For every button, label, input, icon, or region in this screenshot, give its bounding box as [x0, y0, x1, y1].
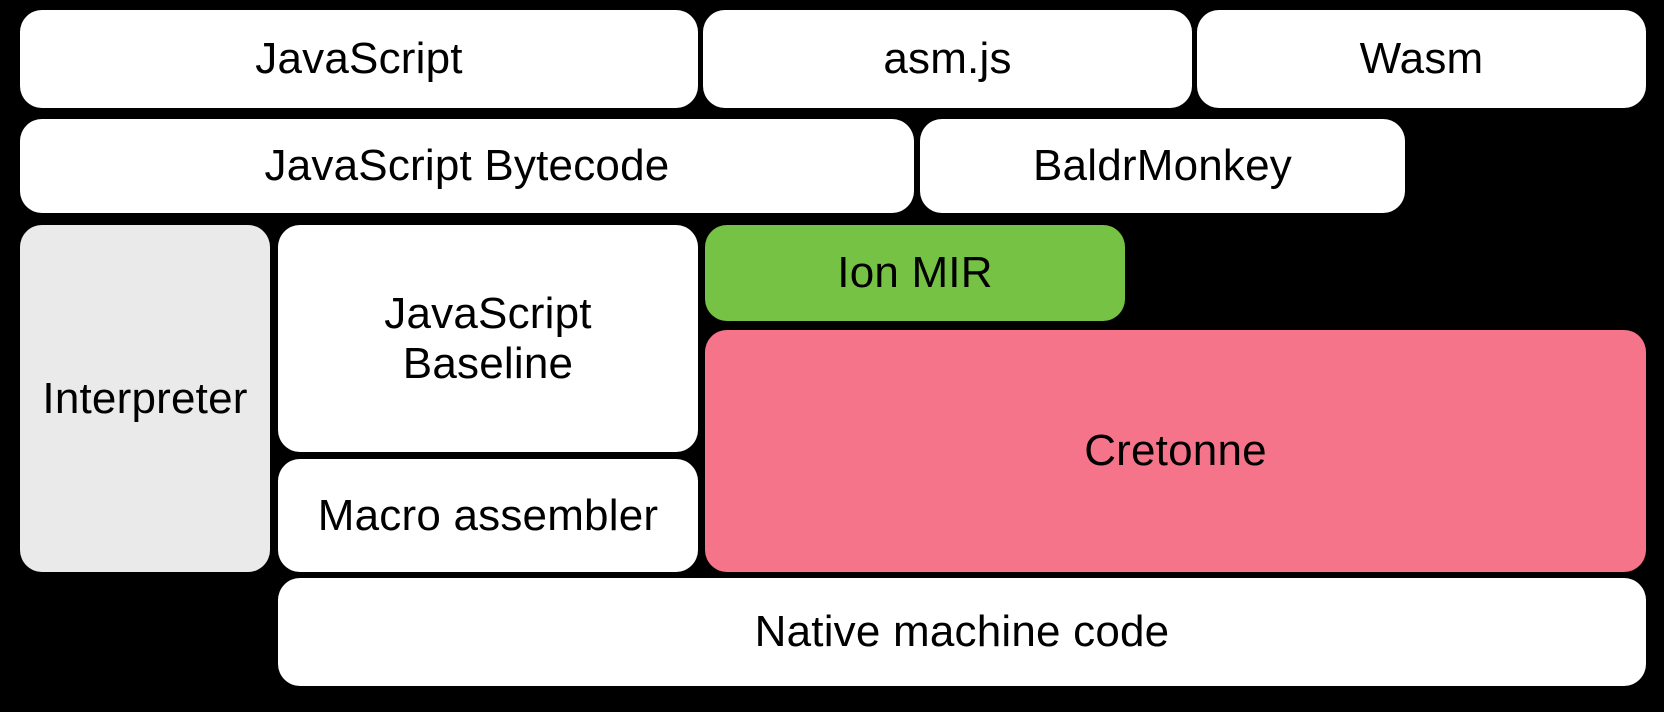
node-interpreter: Interpreter — [20, 225, 270, 572]
node-baldrmonkey: BaldrMonkey — [920, 119, 1405, 213]
node-javascript-bytecode: JavaScript Bytecode — [20, 119, 914, 213]
node-asmjs: asm.js — [703, 10, 1192, 108]
node-wasm: Wasm — [1197, 10, 1646, 108]
node-native-machine-code: Native machine code — [278, 578, 1646, 686]
node-cretonne: Cretonne — [705, 330, 1646, 572]
node-javascript-baseline: JavaScript Baseline — [278, 225, 698, 452]
node-macro-assembler: Macro assembler — [278, 459, 698, 572]
node-ion-mir: Ion MIR — [705, 225, 1125, 321]
node-javascript: JavaScript — [20, 10, 698, 108]
